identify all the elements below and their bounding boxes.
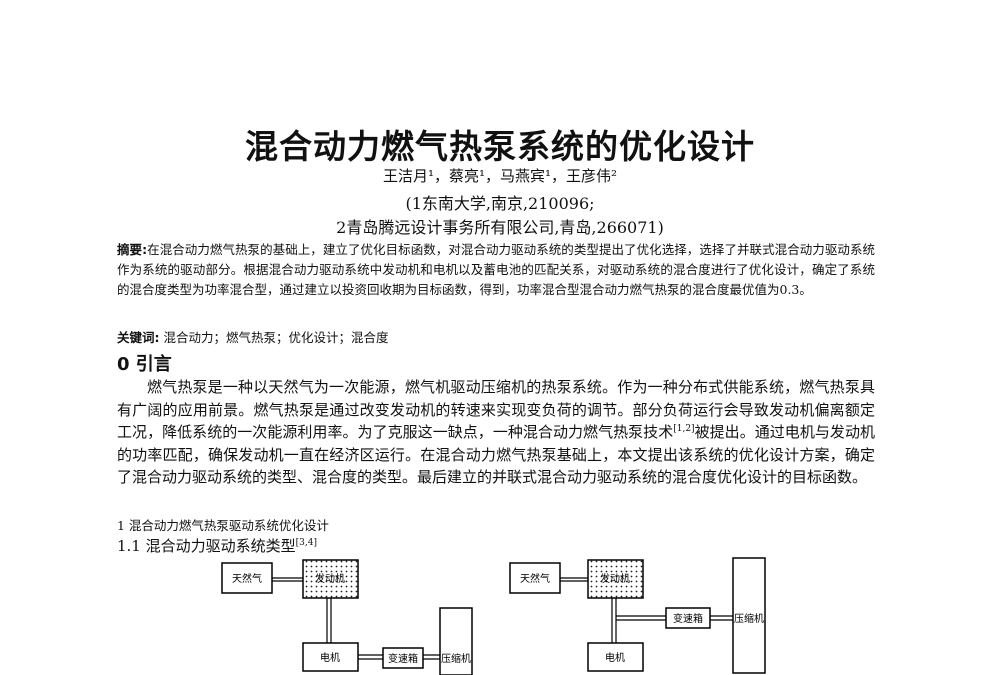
intro-citation: [1,2] bbox=[673, 424, 695, 434]
left-compressor-box bbox=[439, 607, 473, 675]
right-gearbox-box bbox=[665, 607, 711, 629]
keywords-label: 关键词: bbox=[117, 330, 160, 345]
intro-text-part2: 被提出。通过电机与发动机的功率匹配，确保发动机一直在经济区运行。在混合动力燃气热… bbox=[117, 423, 875, 486]
left-gearbox-box bbox=[382, 647, 424, 669]
diagram-right: 天然气 发动机 变速箱 压缩机 电机 bbox=[509, 557, 766, 674]
keywords-text: 混合动力；燃气热泵；优化设计；混合度 bbox=[163, 330, 389, 345]
diagram-left: 天然气 发动机 电机 变速箱 压缩机 bbox=[221, 559, 473, 675]
left-engine-box bbox=[302, 559, 359, 599]
subsection-1-1-citation: [3,4] bbox=[295, 538, 317, 548]
subsection-heading-1-1: 1.1 混合动力驱动系统类型[3,4] bbox=[117, 535, 317, 556]
left-motor-box bbox=[302, 642, 359, 672]
author-list: 王洁月¹，蔡亮¹，马燕宾¹，王彦伟² bbox=[382, 167, 618, 185]
left-gas-box bbox=[221, 562, 273, 594]
right-compressor-label: 压缩机 bbox=[734, 612, 764, 625]
intro-text-part1: 燃气热泵是一种以天然气为一次能源，燃气机驱动压缩机的热泵系统。作为一种分布式供能… bbox=[117, 378, 875, 441]
subsection-heading-1: 1 混合动力燃气热泵驱动系统优化设计 bbox=[117, 518, 329, 533]
drive-system-diagrams: 天然气 发动机 电机 变速箱 压缩机 天然气 发动机 bbox=[221, 557, 766, 675]
right-compressor-box bbox=[732, 557, 766, 674]
abstract: 摘要:在混合动力燃气热泵的基础上，建立了优化目标函数，对混合动力驱动系统的类型提… bbox=[117, 240, 875, 300]
right-gearbox-label: 变速箱 bbox=[673, 612, 703, 625]
left-engine-label: 发动机 bbox=[315, 572, 345, 585]
right-engine-label: 发动机 bbox=[600, 572, 630, 585]
section-heading-introduction: 0 引言 bbox=[117, 354, 172, 375]
left-compressor-label: 压缩机 bbox=[441, 652, 471, 665]
right-gas-box bbox=[509, 562, 561, 594]
affiliation-1: (1东南大学,南京,210096; bbox=[405, 194, 595, 213]
right-gas-label: 天然气 bbox=[520, 572, 550, 585]
keywords: 关键词: 混合动力；燃气热泵；优化设计；混合度 bbox=[117, 327, 389, 346]
left-gearbox-label: 变速箱 bbox=[388, 652, 418, 665]
left-motor-label: 电机 bbox=[320, 651, 340, 664]
subsection-1-1-text: 1.1 混合动力驱动系统类型 bbox=[117, 537, 296, 555]
introduction-paragraph: 燃气热泵是一种以天然气为一次能源，燃气机驱动压缩机的热泵系统。作为一种分布式供能… bbox=[117, 376, 875, 489]
affiliation-2: 2青岛腾远设计事务所有限公司,青岛,266071) bbox=[336, 218, 664, 237]
right-motor-box bbox=[587, 642, 644, 672]
right-motor-label: 电机 bbox=[605, 651, 625, 664]
right-engine-box bbox=[587, 559, 644, 599]
abstract-label: 摘要: bbox=[117, 242, 148, 257]
paper-title: 混合动力燃气热泵系统的优化设计 bbox=[245, 127, 755, 166]
abstract-text: 在混合动力燃气热泵的基础上，建立了优化目标函数，对混合动力驱动系统的类型提出了优… bbox=[117, 242, 875, 297]
left-gas-label: 天然气 bbox=[232, 572, 262, 585]
